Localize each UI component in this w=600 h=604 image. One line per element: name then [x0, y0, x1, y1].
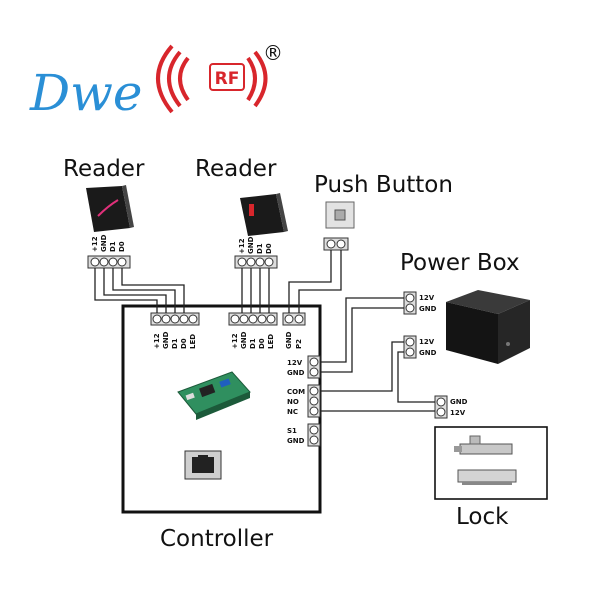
power-box-terminal-upper: 12V GND — [403, 291, 437, 315]
rf-waves-icon — [156, 44, 268, 114]
svg-text:12V: 12V — [450, 409, 466, 417]
svg-text:GND: GND — [100, 234, 108, 252]
svg-text:12V: 12V — [419, 338, 435, 346]
rf-badge-text: RF — [215, 69, 240, 89]
svg-text:12V: 12V — [419, 294, 435, 302]
svg-text:D1: D1 — [171, 338, 179, 349]
power-box-terminal-lower: 12V GND — [403, 335, 437, 359]
electromagnetic-lock-device — [454, 435, 517, 485]
controller-reader2-pin-labels: +12 GND D1 D0 LED — [231, 331, 275, 349]
svg-text:S1: S1 — [287, 427, 297, 435]
circuit-board-image — [177, 371, 251, 420]
reader-left-device — [86, 185, 134, 232]
controller-reader1-terminal — [150, 312, 200, 326]
reader-left-terminal — [87, 255, 131, 269]
push-button-device — [325, 201, 355, 229]
svg-text:+12: +12 — [238, 238, 246, 254]
svg-text:NC: NC — [287, 408, 298, 416]
lock-frame — [434, 426, 548, 500]
svg-text:+12: +12 — [231, 333, 239, 349]
svg-text:NO: NO — [287, 398, 299, 406]
controller-button-pin-labels: GND P2 — [285, 331, 303, 349]
svg-text:D0: D0 — [118, 241, 126, 252]
label-reader-right: Reader — [195, 156, 277, 182]
controller-button-terminal — [282, 312, 306, 326]
svg-text:+12: +12 — [153, 333, 161, 349]
controller-side-pin-labels: 12V GND COM NO NC S1 GND — [287, 359, 305, 445]
label-controller: Controller — [160, 526, 274, 552]
svg-text:COM: COM — [287, 388, 305, 396]
svg-text:D0: D0 — [265, 243, 273, 254]
svg-text:LED: LED — [189, 334, 197, 349]
reader-right-terminal — [234, 255, 278, 269]
power-box-device — [446, 290, 530, 364]
reader-right-pin-labels: +12 GND D1 D0 — [238, 236, 273, 254]
svg-text:GND: GND — [162, 331, 170, 349]
label-lock: Lock — [456, 504, 509, 530]
brand-logo: Dwe RF ® — [29, 41, 283, 122]
svg-text:D1: D1 — [109, 241, 117, 252]
reader-right-device — [240, 193, 288, 236]
svg-text:GND: GND — [419, 349, 437, 357]
label-push-button: Push Button — [314, 172, 453, 198]
registered-mark: ® — [263, 41, 283, 65]
wires — [94, 250, 435, 412]
rf-badge — [209, 63, 245, 91]
svg-text:+12: +12 — [91, 236, 99, 252]
svg-text:D1: D1 — [256, 243, 264, 254]
svg-text:GND: GND — [419, 305, 437, 313]
lock-terminal: GND 12V — [434, 395, 468, 419]
svg-text:GND: GND — [285, 331, 293, 349]
svg-text:LED: LED — [267, 334, 275, 349]
svg-text:GND: GND — [287, 369, 305, 377]
reader-left-pin-labels: +12 GND D1 D0 — [91, 234, 126, 252]
svg-text:GND: GND — [240, 331, 248, 349]
label-power-box: Power Box — [400, 250, 520, 276]
svg-text:GND: GND — [247, 236, 255, 254]
controller-side-terminal — [307, 355, 321, 447]
controller-reader2-terminal — [228, 312, 278, 326]
svg-text:12V: 12V — [287, 359, 303, 367]
svg-text:D1: D1 — [249, 338, 257, 349]
svg-text:GND: GND — [287, 437, 305, 445]
svg-text:P2: P2 — [295, 339, 303, 349]
svg-text:D0: D0 — [180, 338, 188, 349]
svg-text:GND: GND — [450, 398, 468, 406]
logo-brand-text: Dwe — [29, 64, 142, 122]
label-reader-left: Reader — [63, 156, 145, 182]
controller-reader1-pin-labels: +12 GND D1 D0 LED — [153, 331, 197, 349]
svg-text:D0: D0 — [258, 338, 266, 349]
ethernet-port-icon — [184, 450, 222, 480]
push-button-terminal — [323, 237, 349, 251]
